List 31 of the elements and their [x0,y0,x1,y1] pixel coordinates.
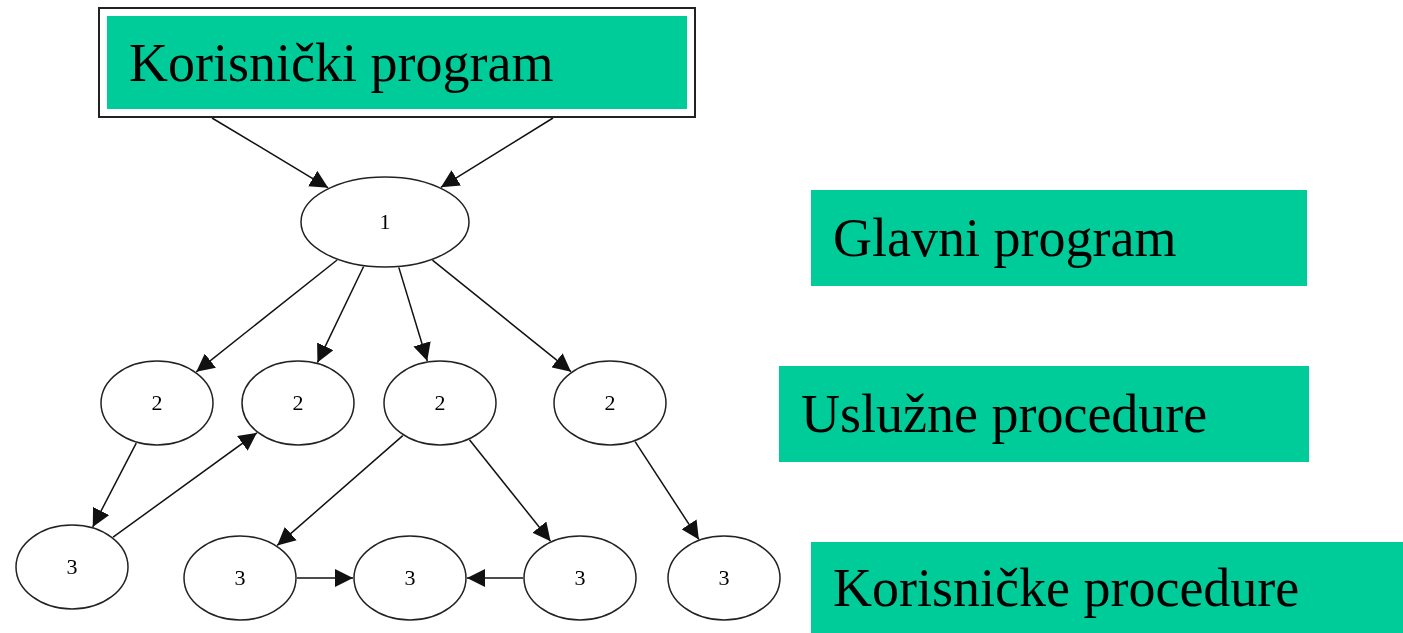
node-number: 3 [718,565,730,591]
category-box [811,542,1403,633]
node-number: 2 [604,390,616,416]
arrow [195,259,338,373]
arrow [466,569,524,587]
node-label: Korisnički program [128,31,554,94]
node-number: 2 [151,390,163,416]
node-number: 3 [234,565,246,591]
arrow [316,265,365,364]
node-number: 2 [434,390,446,416]
node-number: 1 [379,209,391,235]
arrow [276,434,404,547]
arrow [398,266,431,362]
arrow [296,569,354,587]
node-number: 3 [66,554,78,580]
node-number: 3 [574,565,586,591]
node-label: Uslužne procedure [800,383,1208,445]
program-box [98,7,696,118]
node-number: 2 [292,390,304,416]
arrow [440,117,554,189]
node-label: Korisničke procedure [832,556,1300,619]
arrow [431,259,572,373]
arrow [112,432,258,538]
arrow [92,442,137,528]
arrow [468,439,552,542]
arrow [211,117,329,189]
category-box [811,190,1307,286]
category-box [779,366,1309,462]
node-label: Glavni program [832,207,1177,269]
node-number: 3 [404,565,416,591]
arrow [634,440,700,541]
